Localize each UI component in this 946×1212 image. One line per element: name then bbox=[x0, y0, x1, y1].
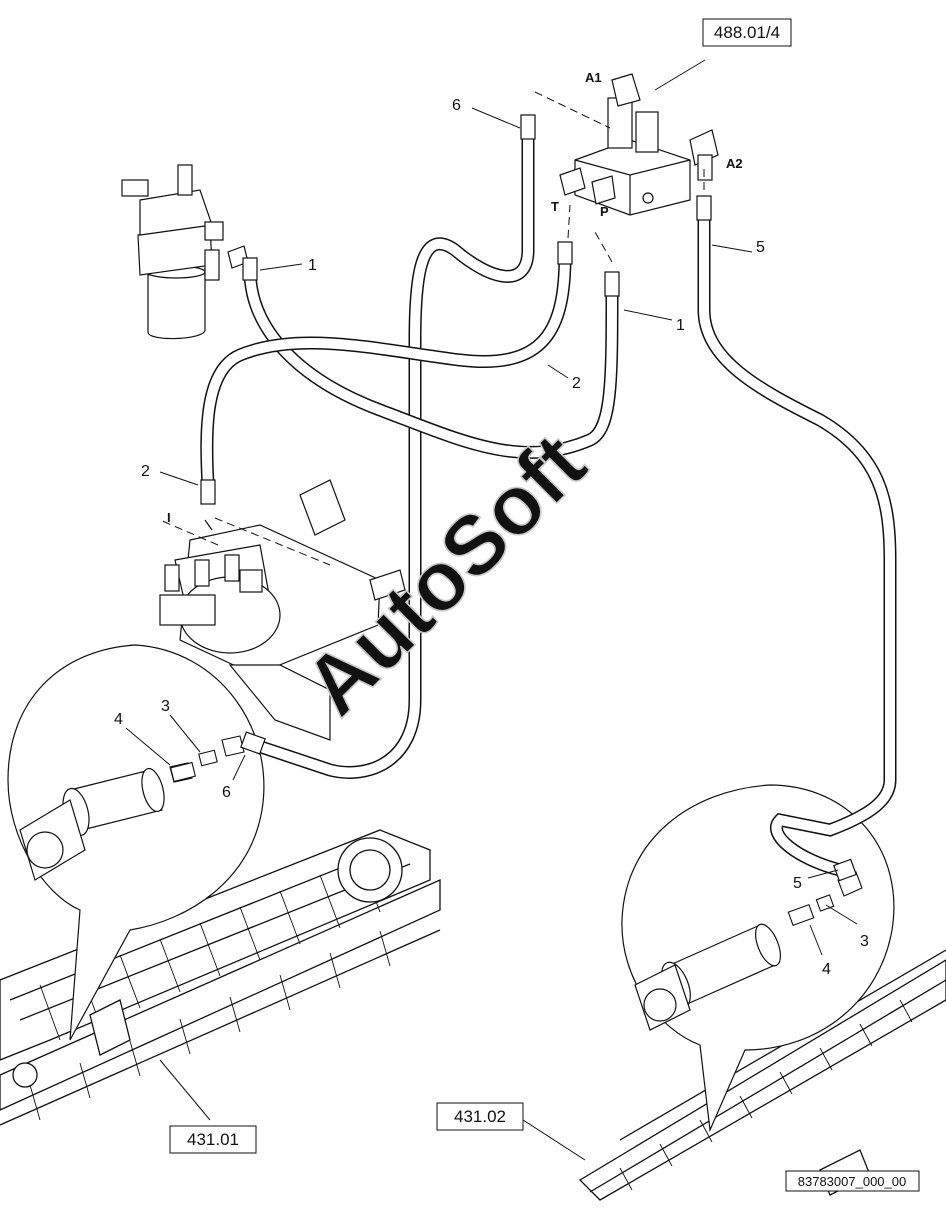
ref-label-431-01: 431.01 bbox=[187, 1130, 239, 1149]
detail-circle-left bbox=[7, 644, 265, 1041]
port-label-t: T bbox=[551, 199, 559, 214]
leader-lines bbox=[125, 59, 858, 1161]
hose-2-core bbox=[201, 250, 570, 490]
filter-assembly bbox=[121, 164, 249, 340]
fittings-left bbox=[169, 735, 245, 783]
callout-6-top: 6 bbox=[452, 97, 461, 114]
port-label-a2: A2 bbox=[726, 156, 743, 171]
hose-5-core bbox=[699, 200, 895, 875]
callout-5-top: 5 bbox=[756, 239, 765, 256]
motor-right bbox=[634, 923, 782, 1031]
callout-2-left: 2 bbox=[141, 463, 150, 480]
callout-4-left: 4 bbox=[114, 711, 123, 728]
port-label-a1: A1 bbox=[585, 70, 602, 85]
callout-5-right: 5 bbox=[793, 875, 802, 892]
valve-block bbox=[559, 73, 719, 216]
drawing-number-box: 83783007_000_00 bbox=[785, 1170, 920, 1192]
motor-left bbox=[19, 762, 193, 881]
callout-2-mid: 2 bbox=[572, 375, 581, 392]
port-label-i: I bbox=[167, 510, 171, 525]
callout-3-right: 3 bbox=[860, 933, 869, 950]
ref-box-431-02: 431.02 bbox=[436, 1102, 524, 1131]
callout-1-right: 1 bbox=[676, 317, 685, 334]
port-label-p: P bbox=[600, 204, 609, 219]
hose-5 bbox=[697, 198, 897, 877]
ref-label-488: 488.01/4 bbox=[714, 23, 780, 42]
hose-6-core bbox=[250, 125, 533, 778]
callout-6-left: 6 bbox=[222, 784, 231, 801]
pump-assembly bbox=[159, 479, 406, 741]
callout-1-filter: 1 bbox=[308, 257, 317, 274]
callout-4-right: 4 bbox=[822, 961, 831, 978]
hose-end-fittings bbox=[200, 114, 857, 882]
ref-box-488: 488.01/4 bbox=[702, 18, 792, 47]
ref-label-431-02: 431.02 bbox=[454, 1107, 506, 1126]
callout-3-left: 3 bbox=[161, 698, 170, 715]
track-chain-left bbox=[0, 829, 441, 1126]
drawing-number: 83783007_000_00 bbox=[798, 1174, 906, 1189]
ref-box-431-01: 431.01 bbox=[169, 1125, 257, 1154]
connection-dashes bbox=[159, 91, 705, 566]
